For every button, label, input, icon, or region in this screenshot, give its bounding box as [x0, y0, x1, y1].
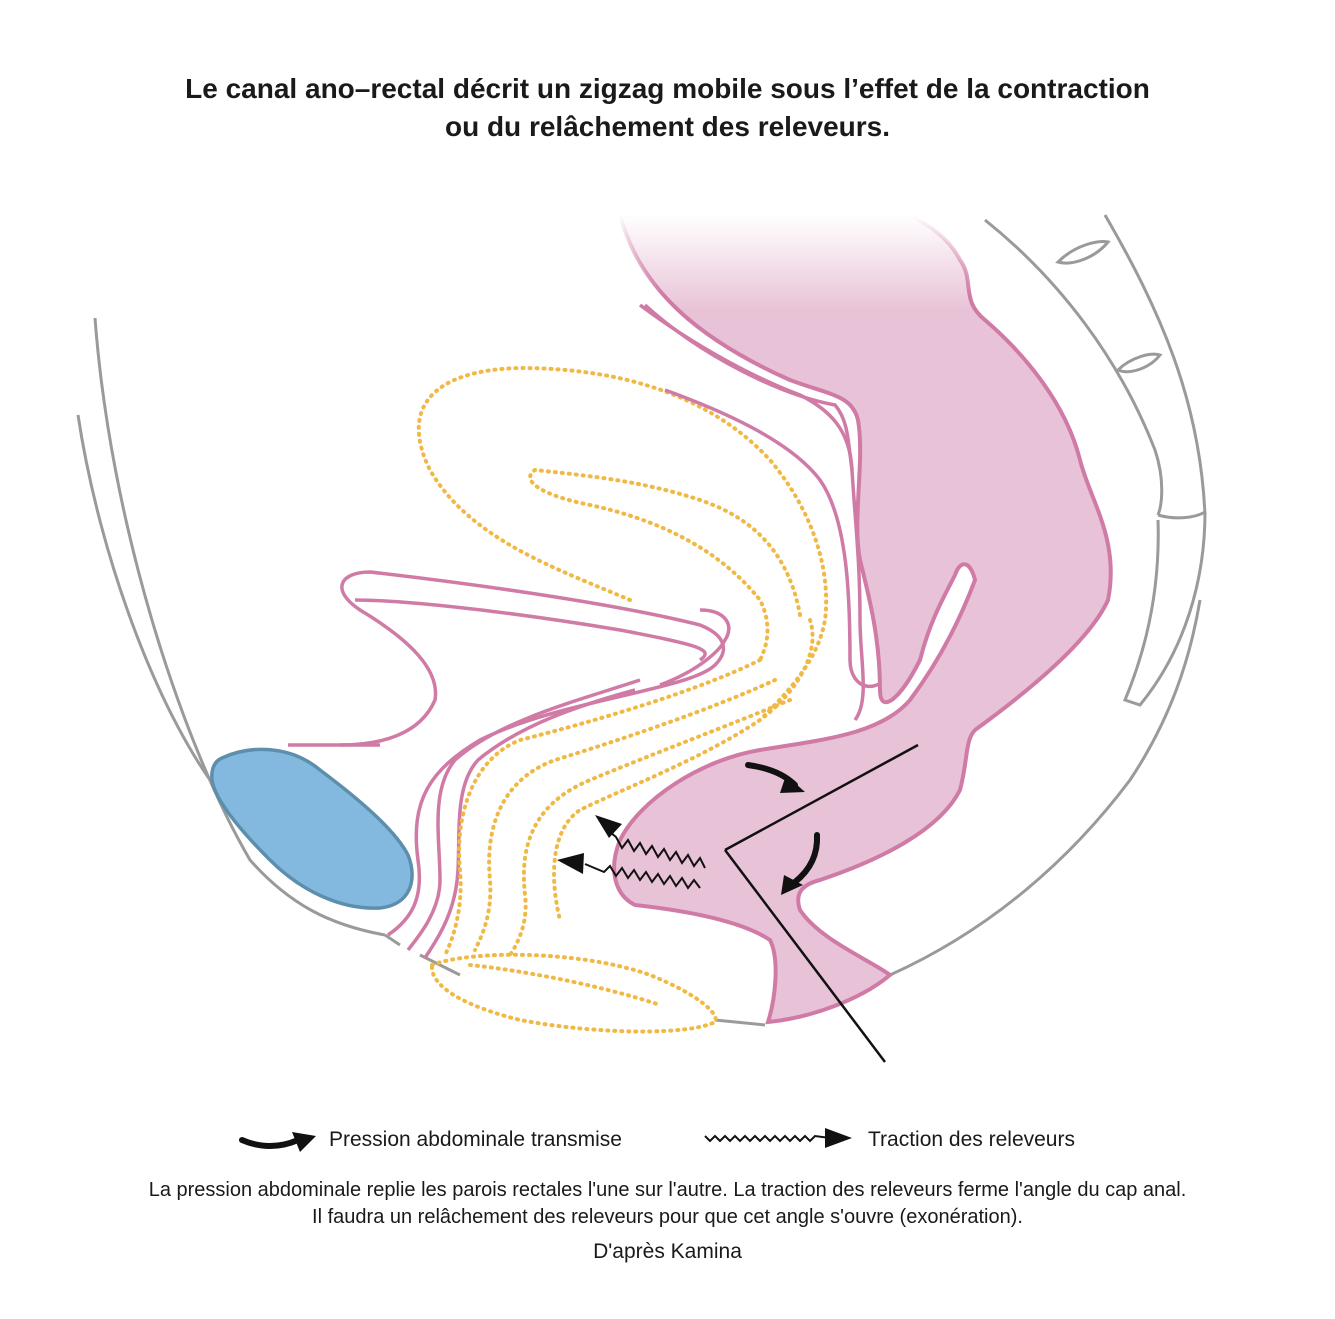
legend-pressure-arrow-head: [292, 1132, 316, 1152]
angle-line-upper: [724, 743, 919, 852]
vaginal-wall-1: [406, 678, 641, 952]
sacrum-inner-line: [984, 218, 1164, 516]
sacrum-lower-line: [889, 599, 1202, 977]
bladder-inner-dotted: [528, 467, 802, 662]
legend-icons: [239, 1128, 852, 1152]
angle-line-lower: [724, 849, 886, 1063]
pressure-arrow-upper-head: [780, 775, 805, 793]
urethra-dotted-2: [473, 678, 777, 952]
legend-traction-zigzag-icon: [704, 1134, 831, 1143]
perineal-ring-dotted-inner: [468, 963, 662, 1007]
traction-arrow-upper-head: [595, 815, 622, 838]
pressure-arrows: [745, 762, 821, 895]
urethra-dotted-4: [552, 618, 815, 922]
diagram-title: Le canal ano–rectal décrit un zigzag mob…: [0, 70, 1335, 146]
abdominal-wall-line-inner: [76, 414, 227, 801]
perineum-line: [384, 933, 766, 1027]
sacral-foramen-2: [1115, 352, 1163, 374]
title-line-2: ou du relâchement des releveurs.: [444, 111, 891, 142]
legend-traction-label: Traction des releveurs: [868, 1128, 1075, 1151]
pubic-bone: [210, 747, 414, 910]
legend-traction-arrow-head: [825, 1128, 852, 1148]
traction-arrows: [557, 815, 706, 890]
perineal-ring-dotted: [429, 952, 718, 1034]
rectum: [612, 213, 1113, 1025]
traction-arrow-lower-head: [557, 853, 584, 874]
coccyx-outline: [1122, 511, 1207, 707]
title-line-1: Le canal ano–rectal décrit un zigzag mob…: [185, 73, 1150, 104]
sacrum-outer-line: [1103, 214, 1207, 516]
traction-arrow-upper-zigzag: [609, 831, 706, 869]
urethra-dotted: [429, 618, 815, 1034]
caption-line-2: Il faudra un relâchement des releveurs p…: [312, 1206, 1023, 1228]
urethra-dotted-3: [508, 698, 792, 957]
legend-pressure-label: Pression abdominale transmise: [329, 1128, 622, 1151]
sacrum-coccyx: [984, 214, 1207, 707]
caption-line-1: La pression abdominale replie les parois…: [148, 1179, 1187, 1201]
cervix-fold: [659, 608, 731, 687]
caption: La pression abdominale replie les parois…: [0, 1177, 1335, 1231]
pressure-arrow-lower: [792, 832, 821, 885]
urethra-dotted-1: [443, 658, 762, 957]
rectum-inner-wall: [643, 303, 854, 471]
uterus-outer-wall: [339, 570, 726, 937]
traction-arrow-lower-zigzag: [584, 863, 701, 890]
legend-pressure-arrow-icon: [239, 1137, 301, 1149]
bladder-outer-dotted: [416, 365, 829, 722]
coccyx-segment-1: [1157, 510, 1206, 520]
credit: D'après Kamina: [593, 1240, 742, 1263]
anorectal-angle: [724, 743, 919, 1063]
sacral-foramen-1: [1055, 240, 1111, 265]
uterus-inner-wall: [288, 598, 707, 747]
bladder: [416, 365, 829, 722]
vaginal-wall-2: [423, 688, 636, 959]
pressure-arrow-lower-head: [781, 875, 803, 895]
